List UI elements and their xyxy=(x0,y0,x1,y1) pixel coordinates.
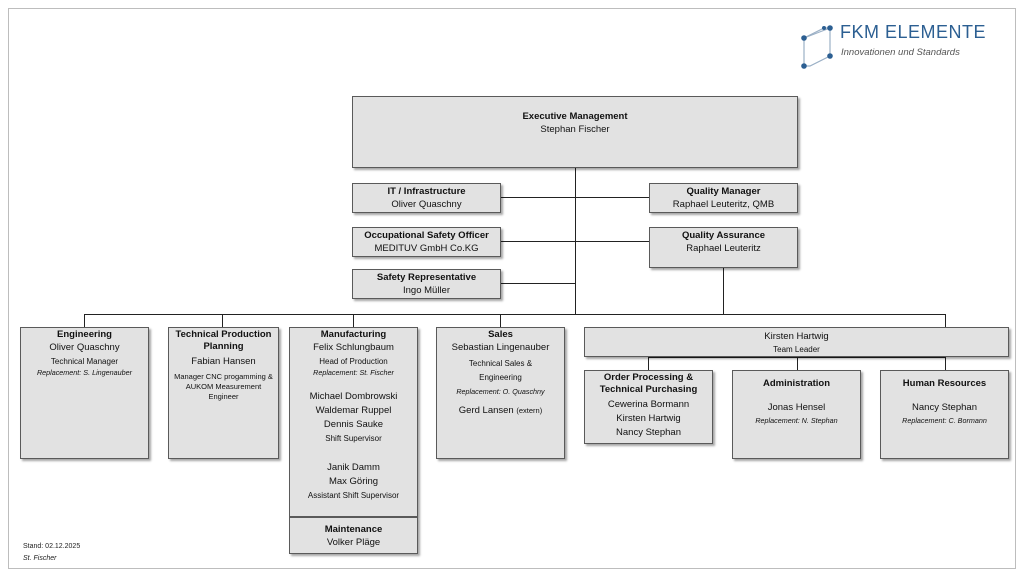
box-replacement: Replacement: N. Stephan xyxy=(755,416,838,425)
box-title: Sales xyxy=(488,329,513,340)
maintenance-box: Maintenance Volker Pläge xyxy=(289,517,418,554)
box-title: IT / Infrastructure xyxy=(387,186,466,197)
box-title: Administration xyxy=(762,378,831,389)
supervisor-name: Dennis Sauke xyxy=(323,419,384,430)
box-person: Fabian Hansen xyxy=(191,356,256,367)
box-replacement: Replacement: C. Bormann xyxy=(902,416,987,425)
box-role-line1: Technical Sales & xyxy=(468,359,533,368)
box-person: MEDITUV GmbH Co.KG xyxy=(374,243,479,254)
logo-title: FKM ELEMENTE xyxy=(840,22,987,42)
box-role-line2: AUKOM Measurement xyxy=(185,382,262,391)
footer-author: St. Fischer xyxy=(23,555,57,562)
box-replacement: Replacement: S. Lingenauber xyxy=(36,368,133,377)
box-replacement: Replacement: O. Quaschny xyxy=(456,387,545,396)
assistant-name: Janik Damm xyxy=(327,462,380,473)
extra-person-name: Gerd Lansen xyxy=(458,405,514,416)
box-title: Quality Manager xyxy=(686,186,761,197)
extra-person-note: (extern) xyxy=(516,406,543,415)
box-role: Head of Production xyxy=(319,357,388,366)
box-title: Manufacturing xyxy=(320,329,387,340)
box-person: Oliver Quaschny xyxy=(49,342,120,353)
box-person: Nancy Stephan xyxy=(616,427,681,438)
engineering-box: Engineering Oliver Quaschny Technical Ma… xyxy=(20,327,149,459)
box-person: Sebastian Lingenauber xyxy=(451,342,550,353)
safety-representative-box: Safety Representative Ingo Müller xyxy=(352,269,501,299)
footer-date: Stand: 02.12.2025 xyxy=(23,543,81,550)
assistant-role: Assistant Shift Supervisor xyxy=(307,491,400,500)
box-role-line2: Engineering xyxy=(479,373,522,382)
logo-subtitle: Innovationen und Standards xyxy=(841,47,960,58)
box-person: Raphael Leuteritz, QMB xyxy=(672,199,775,210)
supervisor-role: Shift Supervisor xyxy=(325,434,382,443)
team-leader-box: Kirsten Hartwig Team Leader xyxy=(584,327,1009,357)
box-title: Occupational Safety Officer xyxy=(364,230,489,241)
box-title: Maintenance xyxy=(324,524,383,535)
box-person: Nancy Stephan xyxy=(912,402,977,413)
box-person: Oliver Quaschny xyxy=(391,199,462,210)
box-role-line1: Manager CNC progamming & xyxy=(174,372,273,381)
supervisor-name: Waldemar Ruppel xyxy=(315,405,392,416)
box-title: Safety Representative xyxy=(376,272,477,283)
logo-icon xyxy=(801,25,833,69)
box-role: Team Leader xyxy=(773,345,820,354)
box-person: Cewerina Bormann xyxy=(607,399,690,410)
box-title-line1: Technical Production xyxy=(175,329,272,340)
box-person: Ingo Müller xyxy=(403,285,450,296)
supervisor-name: Michael Dombrowski xyxy=(309,391,398,402)
box-title: Engineering xyxy=(57,329,112,340)
box-title: Executive Management xyxy=(522,111,628,122)
box-title-line1: Order Processing & xyxy=(603,372,694,383)
administration-box: Administration Jonas Hensel Replacement:… xyxy=(732,370,861,459)
box-title-line2: Technical Purchasing xyxy=(599,384,698,395)
assistant-name: Max Göring xyxy=(328,476,379,487)
box-person: Volker Pläge xyxy=(326,537,381,548)
human-resources-box: Human Resources Nancy Stephan Replacemen… xyxy=(880,370,1009,459)
it-infrastructure-box: IT / Infrastructure Oliver Quaschny xyxy=(352,183,501,213)
box-role-line3: Engineer xyxy=(208,392,239,401)
box-person: Raphael Leuteritz xyxy=(686,243,761,254)
sales-box: Sales Sebastian Lingenauber Technical Sa… xyxy=(436,327,565,459)
box-person: Kirsten Hartwig xyxy=(616,413,681,424)
safety-officer-box: Occupational Safety Officer MEDITUV GmbH… xyxy=(352,227,501,257)
quality-assurance-box: Quality Assurance Raphael Leuteritz xyxy=(649,227,798,268)
box-title-line2: Planning xyxy=(203,341,244,352)
box-person: Felix Schlungbaum xyxy=(313,342,394,353)
box-person: Stephan Fischer xyxy=(540,124,610,135)
box-replacement: Replacement: St. Fischer xyxy=(313,368,394,377)
extra-person: Gerd Lansen (extern) xyxy=(437,404,564,417)
executive-management-box: Executive Management Stephan Fischer xyxy=(352,96,798,168)
box-person: Kirsten Hartwig xyxy=(764,331,829,342)
quality-manager-box: Quality Manager Raphael Leuteritz, QMB xyxy=(649,183,798,213)
box-title: Quality Assurance xyxy=(681,230,766,241)
box-title: Human Resources xyxy=(902,378,987,389)
box-person: Jonas Hensel xyxy=(767,402,826,413)
box-role: Technical Manager xyxy=(50,357,119,366)
order-processing-box: Order Processing & Technical Purchasing … xyxy=(584,370,713,444)
manufacturing-box: Manufacturing Felix Schlungbaum Head of … xyxy=(289,327,418,517)
technical-production-planning-box: Technical Production Planning Fabian Han… xyxy=(168,327,279,459)
